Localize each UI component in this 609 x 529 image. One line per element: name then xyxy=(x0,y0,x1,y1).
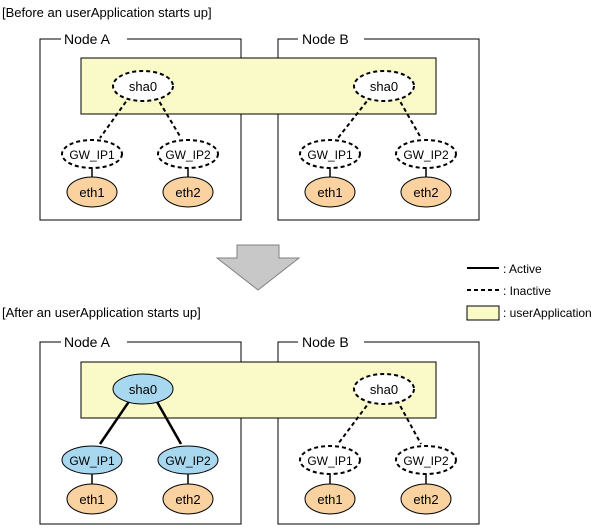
eth2-node-b-after xyxy=(400,483,452,515)
sha0-label: sha0 xyxy=(370,79,398,94)
gw-ip1-label: GW_IP1 xyxy=(69,148,115,162)
sha0-node-a-after xyxy=(112,373,174,405)
eth1-node-a-before xyxy=(66,176,118,208)
legend-user-application-swatch xyxy=(466,305,500,321)
node-a-frame-after xyxy=(39,341,242,525)
sha0-label: sha0 xyxy=(129,79,157,94)
node-a-frame-before xyxy=(39,38,242,221)
eth1-label: eth1 xyxy=(317,492,342,507)
gw-ip2-node-b-before xyxy=(395,139,457,169)
inactive-connectors-before xyxy=(99,95,422,139)
gw-ip2-node-b-after xyxy=(395,445,457,475)
sha0-node-b-before xyxy=(353,70,415,102)
gw-ip1-label: GW_IP1 xyxy=(307,454,353,468)
gw-ip2-label: GW_IP2 xyxy=(403,148,449,162)
eth2-label: eth2 xyxy=(413,185,438,200)
node-b-label-before: Node B xyxy=(302,31,349,47)
node-a-label-before: Node A xyxy=(64,31,111,47)
node-a-label-after: Node A xyxy=(64,334,111,350)
gw-ip1-node-b-before xyxy=(299,139,361,169)
node-b-frame-after xyxy=(277,341,480,525)
gw-ip2-label: GW_IP2 xyxy=(165,454,211,468)
eth2-label: eth2 xyxy=(175,492,200,507)
gw-ip1-node-a-before xyxy=(61,139,123,169)
eth2-node-a-after xyxy=(162,483,214,515)
after-section-title: [After an userApplication starts up] xyxy=(2,305,201,320)
sha0-label: sha0 xyxy=(370,382,398,397)
gw-ip1-node-a-after xyxy=(61,445,123,475)
eth1-node-b-before xyxy=(304,176,356,208)
eth2-node-a-before xyxy=(162,176,214,208)
sha0-label: sha0 xyxy=(129,382,157,397)
gw-ip2-node-a-after xyxy=(157,445,219,475)
eth-connectors-after xyxy=(91,474,427,484)
gw-ip1-node-b-after xyxy=(299,445,361,475)
eth1-label: eth1 xyxy=(79,492,104,507)
down-arrow-icon xyxy=(215,244,301,291)
eth1-label: eth1 xyxy=(317,185,342,200)
gw-ip2-label: GW_IP2 xyxy=(165,148,211,162)
eth1-label: eth1 xyxy=(79,185,104,200)
legend-inactive-label: : Inactive xyxy=(503,284,551,298)
legend-active-label: : Active xyxy=(503,262,542,276)
before-section-title: [Before an userApplication starts up] xyxy=(2,5,212,20)
gw-ip2-label: GW_IP2 xyxy=(403,454,449,468)
sha0-node-b-after xyxy=(353,373,415,405)
gw-ip2-node-a-before xyxy=(157,139,219,169)
gw-ip1-label: GW_IP1 xyxy=(307,148,353,162)
eth2-label: eth2 xyxy=(175,185,200,200)
node-b-label-after: Node B xyxy=(302,334,349,350)
active-connectors-after xyxy=(98,399,183,445)
node-b-frame-before xyxy=(277,38,480,221)
eth2-label: eth2 xyxy=(413,492,438,507)
gw-ip1-label: GW_IP1 xyxy=(69,454,115,468)
eth1-node-b-after xyxy=(304,483,356,515)
eth1-node-a-after xyxy=(66,483,118,515)
eth2-node-b-before xyxy=(400,176,452,208)
legend-user-application-label: : userApplication xyxy=(503,306,592,320)
sha0-node-a-before xyxy=(112,70,174,102)
eth-connectors-before xyxy=(91,167,427,177)
inactive-connectors-after xyxy=(337,399,422,445)
